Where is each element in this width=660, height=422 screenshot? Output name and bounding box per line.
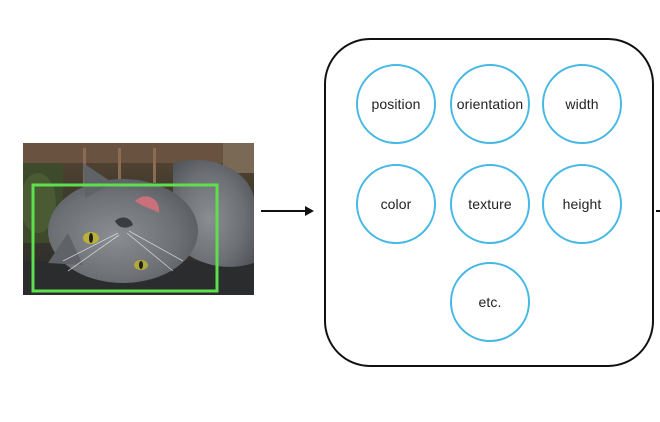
feature-position: position bbox=[356, 64, 436, 144]
arrow-right-icon bbox=[260, 202, 316, 225]
feature-texture: texture bbox=[450, 164, 530, 244]
cat-image bbox=[23, 143, 254, 295]
outgoing-connector bbox=[656, 210, 660, 212]
cat-photo-illustration bbox=[23, 143, 254, 295]
feature-width: width bbox=[542, 64, 622, 144]
feature-color: color bbox=[356, 164, 436, 244]
features-panel: position orientation width color texture… bbox=[324, 38, 654, 367]
feature-height: height bbox=[542, 164, 622, 244]
feature-etc: etc. bbox=[450, 262, 530, 342]
feature-orientation: orientation bbox=[450, 64, 530, 144]
bounding-box bbox=[31, 183, 219, 293]
